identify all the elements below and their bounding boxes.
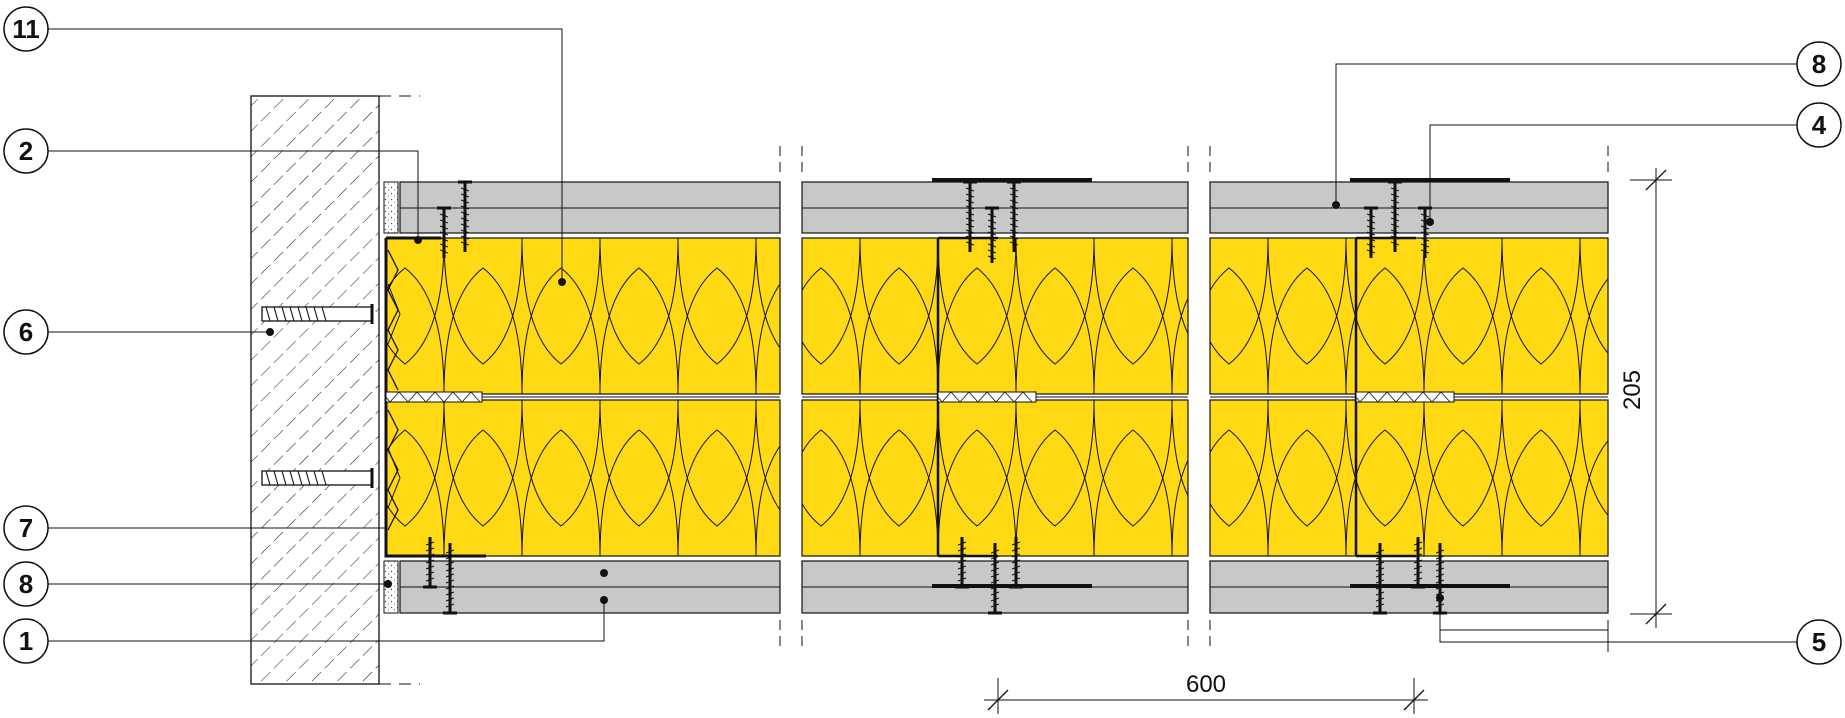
sealant-strip-top [383, 181, 399, 234]
insulation-layer [1209, 399, 1609, 557]
screw-thread [1009, 187, 1019, 246]
insulation-layer [1209, 237, 1609, 395]
screw-thread [1375, 549, 1385, 608]
callout-leader-dot [1332, 201, 1340, 209]
callout-8-left-label: 8 [19, 569, 33, 599]
spacer-band-pattern [1355, 391, 1451, 403]
callout-leaders [48, 28, 1797, 652]
screw-thread [425, 541, 435, 582]
callout-2-label: 2 [19, 136, 33, 166]
callout-leader-dot [266, 328, 274, 336]
drywall-screws [423, 180, 1447, 615]
insulation-layer [385, 399, 781, 557]
callout-leader-line [1429, 124, 1797, 222]
anchor-ribs [265, 470, 327, 486]
callout-6-label: 6 [19, 317, 33, 347]
joint-reinforcement-bottom [1350, 584, 1510, 588]
insulation-fibre-pattern [802, 238, 1188, 394]
dimension-horizontal: 600 [984, 671, 1428, 714]
insulation-fibre-pattern [386, 238, 780, 394]
screw-thread [1390, 187, 1400, 246]
sealing-tape [387, 249, 399, 531]
callout-7: 7 [3, 505, 49, 551]
screw-thread [460, 187, 470, 246]
dimension-horizontal-label: 600 [1186, 671, 1226, 698]
screw-thread [1413, 541, 1423, 582]
dimension-vertical-label: 205 [1619, 370, 1646, 410]
callout-2: 2 [3, 128, 49, 174]
callout-7-label: 7 [19, 513, 33, 543]
spacer-band-pattern [385, 391, 481, 403]
callout-leader-line [48, 150, 419, 240]
callouts: 11 2 6 7 8 1 8 4 [3, 6, 1842, 665]
insulation-fibre-pattern [1210, 238, 1608, 394]
callout-1: 1 [3, 618, 49, 664]
callout-leader-line [1335, 63, 1797, 205]
dimension-vertical: 205 [1619, 168, 1672, 628]
masonry-wall [250, 95, 420, 685]
callout-leader-extension [1440, 629, 1609, 652]
screw-thread [1420, 213, 1430, 254]
callout-5-label: 5 [1812, 627, 1826, 657]
callout-6: 6 [3, 309, 49, 355]
callout-leader-dot [1426, 218, 1434, 226]
callout-leader-line [48, 600, 605, 642]
callout-8-left: 8 [3, 561, 49, 607]
screw-thread [445, 549, 455, 608]
mineral-wool-insulation [385, 237, 1609, 557]
callout-leader-dot [414, 236, 422, 244]
callout-leader-dot [558, 278, 566, 286]
insulation-layer [801, 237, 1189, 395]
wall-anchors [261, 283, 401, 509]
callout-5: 5 [1796, 619, 1842, 665]
callout-leader-line [48, 28, 563, 282]
callout-leader-dot [384, 580, 392, 588]
insulation-fibre-pattern [802, 400, 1188, 556]
callout-leader-dot [1436, 594, 1444, 602]
anchor-bracket [387, 447, 401, 509]
screw-thread [1366, 213, 1376, 254]
callout-1-label: 1 [19, 626, 33, 656]
anchor-bracket [387, 283, 401, 345]
insulation-fibre-pattern [1210, 400, 1608, 556]
spacer-band-pattern [937, 391, 1033, 403]
screw-thread [439, 213, 449, 254]
callout-11: 11 [3, 6, 49, 52]
joint-reinforcement-top [932, 178, 1092, 182]
screw-thread [965, 187, 975, 246]
callout-4-label: 4 [1812, 110, 1827, 140]
callout-leader-dot [600, 596, 608, 604]
screw-thread [990, 549, 1000, 608]
screw-thread [987, 213, 997, 260]
sealant-strip-bottom [383, 560, 399, 614]
callout-11-label: 11 [12, 14, 40, 44]
callout-8-right-label: 8 [1812, 49, 1826, 79]
callout-8-right: 8 [1796, 41, 1842, 87]
anchor-ribs [265, 306, 327, 322]
callout-leader-dot [600, 569, 608, 577]
callout-4: 4 [1796, 102, 1842, 148]
screw-thread [1011, 541, 1021, 582]
callout-leader-line [1439, 598, 1797, 643]
insulation-fibre-pattern [386, 400, 780, 556]
screw-thread [957, 541, 967, 582]
insulation-layer [801, 399, 1189, 557]
